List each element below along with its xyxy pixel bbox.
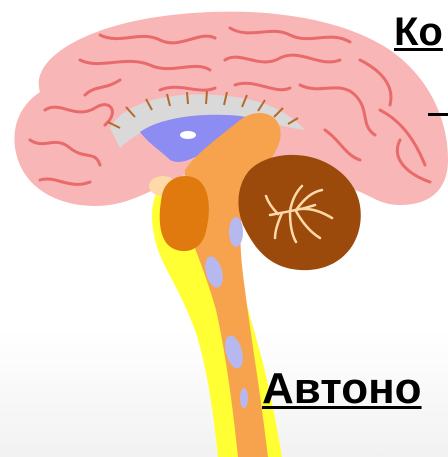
pointer-line: [428, 113, 448, 116]
label-bottom: Автоно: [262, 364, 422, 414]
thalamus: [160, 176, 209, 251]
interventricular-foramen: [180, 131, 196, 139]
label-top: Ко: [394, 10, 443, 55]
